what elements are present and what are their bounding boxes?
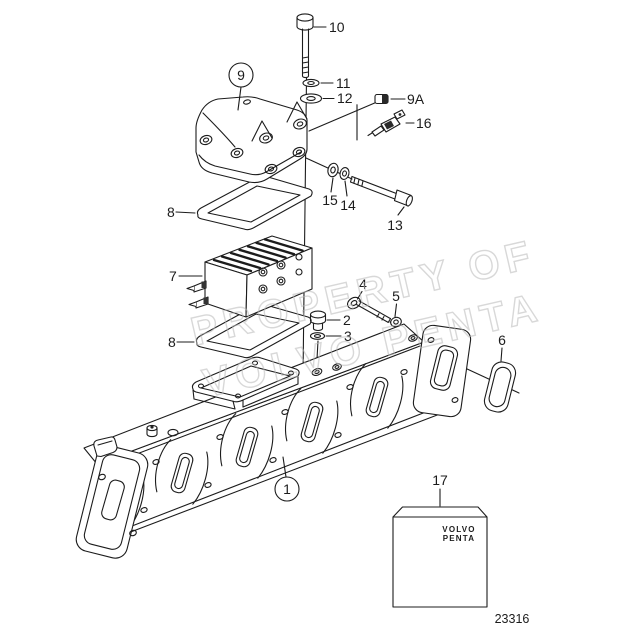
callout-6-label[interactable]: 6: [498, 332, 506, 348]
callout-17-label[interactable]: 17: [432, 472, 448, 488]
callout-11-label[interactable]: 11: [336, 75, 351, 91]
callout-16-label[interactable]: 16: [416, 115, 432, 131]
manifold-top-bosses: [93, 334, 418, 458]
manifold-right-flange: [412, 324, 472, 418]
leader-line-cover-to-9a: [308, 101, 378, 132]
part-gasket-upper: [196, 175, 313, 231]
callout-9a-label[interactable]: 9A: [407, 91, 425, 107]
part-washer-3: [309, 332, 326, 340]
part-sensor-16: [367, 109, 406, 137]
part-bolt-4: [347, 296, 392, 323]
callout-15-label[interactable]: 15: [322, 192, 338, 208]
figure-number: 23316: [495, 612, 530, 626]
callout-2-label[interactable]: 2: [343, 312, 351, 328]
part-plug-9a: [374, 93, 389, 105]
callout-8-upper-label[interactable]: 8: [167, 204, 175, 220]
callout-labels: 10 11 12 9 9A 16 15 14 13 8 7 8 2 3 4 5 …: [167, 19, 506, 497]
part-plug-2: [309, 310, 327, 332]
callout-12-label[interactable]: 12: [337, 90, 353, 106]
callout-4-label[interactable]: 4: [359, 276, 367, 292]
part-washer-14: [339, 167, 350, 180]
part-washer-5: [390, 316, 402, 328]
gasket-kit-envelope: [392, 506, 488, 608]
part-seal-6: [483, 361, 517, 413]
heater-terminals: [186, 280, 209, 309]
part-cover: [195, 96, 308, 184]
part-washer-12: [299, 93, 323, 104]
callout-7-label[interactable]: 7: [169, 268, 177, 284]
callout-leader-lines: [175, 26, 503, 507]
callout-1[interactable]: [274, 476, 300, 502]
manifold-mounting-pad: [191, 356, 300, 410]
callout-3-label[interactable]: 3: [344, 328, 352, 344]
part-washer-11: [302, 78, 320, 88]
callout-9-label[interactable]: 9: [237, 67, 245, 83]
callout-1-label[interactable]: 1: [283, 481, 291, 497]
callout-10-label[interactable]: 10: [329, 19, 345, 35]
part-bolt-10: [296, 13, 314, 79]
kit-box-brand-line2: PENTA: [443, 534, 476, 543]
part-bolt-13: [349, 175, 413, 207]
part-heater-element: [186, 235, 313, 318]
cover-bolt-bosses: [199, 99, 307, 175]
manifold-left-flange: [75, 445, 149, 559]
callout-13-label[interactable]: 13: [387, 217, 403, 233]
kit-box-brand-line1: VOLVO: [442, 525, 475, 534]
callout-5-label[interactable]: 5: [392, 288, 400, 304]
callout-9[interactable]: [228, 62, 254, 88]
part-washer-15: [327, 162, 339, 178]
kit-box-brand: VOLVO PENTA: [442, 525, 476, 543]
part-intake-manifold: [75, 323, 472, 559]
callout-14-label[interactable]: 14: [340, 197, 356, 213]
callout-8-lower-label[interactable]: 8: [168, 334, 176, 350]
heater-fins: [212, 238, 304, 273]
